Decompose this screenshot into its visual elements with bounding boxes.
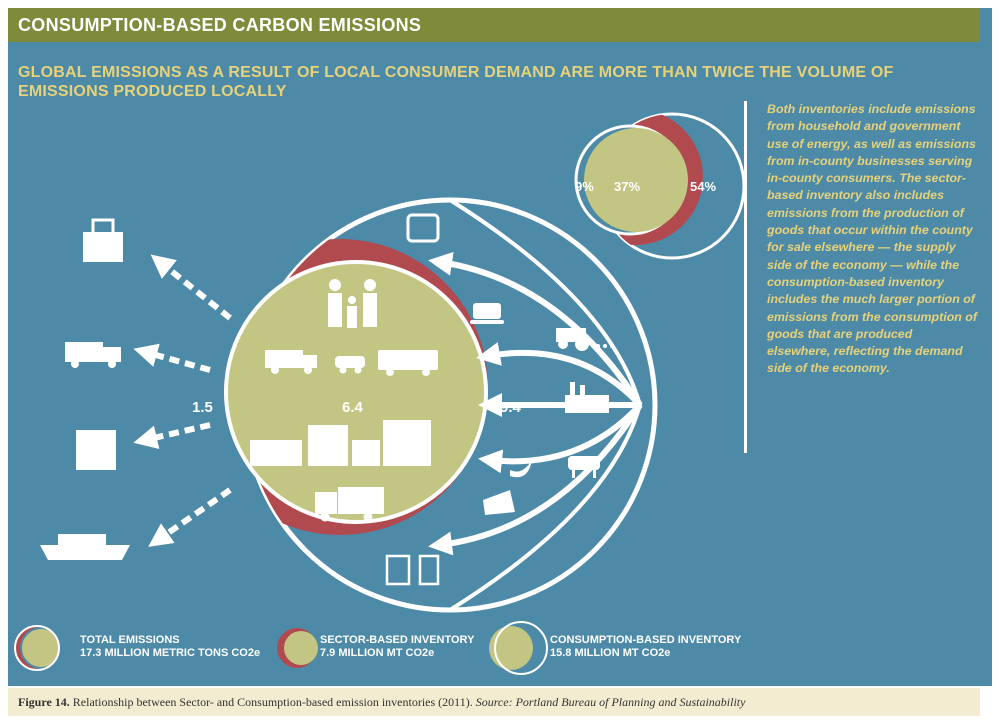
legend-consumption-symbol (489, 621, 548, 675)
sector-circle (224, 260, 488, 524)
header-band: CONSUMPTION-BASED CARBON EMISSIONS (8, 8, 980, 42)
legend-sector-value: 7.9 MILLION MT CO2e (320, 647, 435, 659)
sidebar-text: Both inventories include emissions from … (767, 102, 977, 376)
legend-sector-symbol (277, 628, 318, 668)
outgoing-arrows (133, 254, 232, 547)
big-diagram: 1.5 6.4 9.4 (40, 197, 658, 613)
header-title: CONSUMPTION-BASED CARBON EMISSIONS (18, 15, 422, 35)
small-mid-pct: 37% (614, 179, 640, 194)
small-diagram: 9% 37% 54% (574, 112, 746, 260)
garbage-truck-icon (315, 487, 384, 522)
subheading: GLOBAL EMISSIONS AS A RESULT OF LOCAL CO… (18, 64, 894, 100)
bus-icon (378, 350, 438, 376)
legend-item-sector: SECTOR-BASED INVENTORY 7.9 MILLION MT CO… (320, 634, 474, 660)
chip-icon (76, 430, 116, 470)
cheese-icon (483, 490, 515, 515)
clothes-icon (385, 554, 440, 586)
caption-figure: Figure 14. (18, 695, 70, 709)
houses-icon (250, 420, 431, 466)
figure-caption: Figure 14. Relationship between Sector- … (8, 688, 980, 716)
car-icon (335, 356, 365, 374)
value-left: 1.5 (192, 399, 213, 416)
coffee-cup-icon (470, 303, 504, 324)
caption-source: Source: Portland Bureau of Planning and … (475, 695, 746, 709)
small-sector-circle (584, 128, 688, 232)
armchair-icon (406, 213, 440, 243)
caption-text: Relationship between Sector- and Consump… (72, 695, 473, 709)
factory-icon (565, 382, 609, 413)
legend-consumption-label: CONSUMPTION-BASED INVENTORY (550, 634, 742, 646)
family-icon (328, 279, 377, 328)
legend-item-consumption: CONSUMPTION-BASED INVENTORY 15.8 MILLION… (550, 634, 741, 660)
small-right-pct: 54% (690, 179, 716, 194)
legend-total-label: TOTAL EMISSIONS (80, 634, 180, 646)
legend-total-value: 17.3 MILLION METRIC TONS CO2e (80, 647, 261, 659)
legend-item-total: TOTAL EMISSIONS 17.3 MILLION METRIC TONS… (80, 634, 260, 660)
legend-total-symbol (14, 625, 62, 671)
small-left-pct: 9% (575, 179, 594, 194)
banana-icon (510, 460, 532, 478)
legend-sector-label: SECTOR-BASED INVENTORY (320, 634, 475, 646)
truck-out-icon (65, 342, 121, 368)
tractor-icon (556, 328, 614, 351)
truck-icon (265, 350, 317, 374)
cow-icon (568, 456, 600, 478)
bag-icon (83, 218, 123, 262)
sidebar: Both inventories include emissions from … (744, 101, 983, 453)
value-right: 9.4 (500, 399, 522, 416)
legend-consumption-value: 15.8 MILLION MT CO2e (550, 647, 671, 659)
ship-icon (40, 534, 130, 560)
value-mid: 6.4 (342, 399, 364, 416)
